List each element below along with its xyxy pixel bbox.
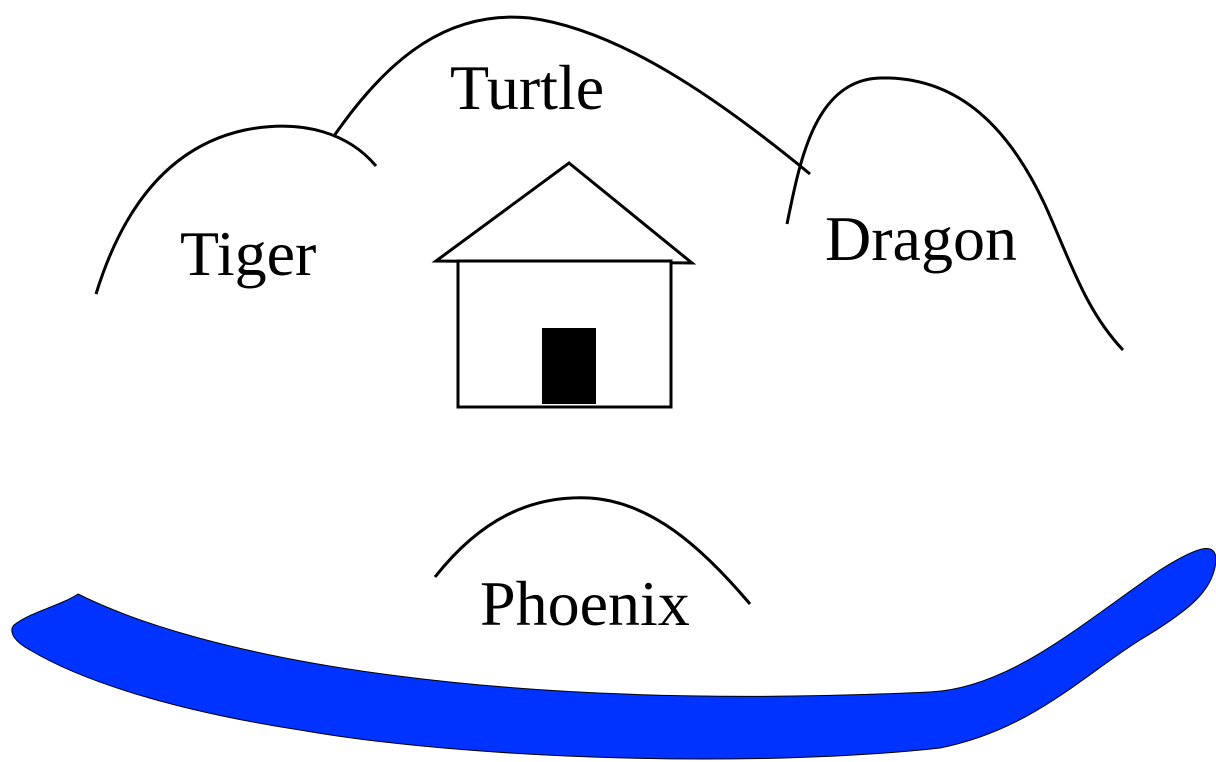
turtle-label: Turtle	[450, 52, 604, 123]
house-roof	[431, 161, 697, 265]
house	[431, 161, 697, 409]
turtle-hill-curve	[332, 15, 811, 176]
house-door	[542, 328, 596, 404]
dragon-hill-curve	[785, 76, 1125, 352]
phoenix-hill-curve	[433, 496, 752, 605]
tiger-hill-curve	[94, 124, 378, 295]
dragon-label: Dragon	[825, 203, 1017, 274]
tiger-label: Tiger	[180, 218, 316, 289]
phoenix-label: Phoenix	[480, 568, 690, 639]
river	[11, 548, 1216, 760]
